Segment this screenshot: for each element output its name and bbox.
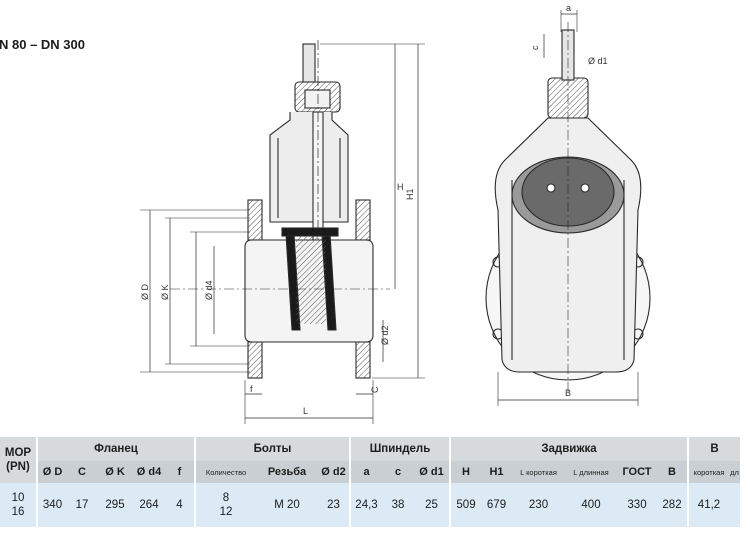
dim-d1-label: Ø d1 <box>588 56 608 66</box>
dim-a-label: a <box>566 3 571 13</box>
gate-valve-drawing: H H1 Ø D Ø K Ø d4 Ø d2 f C L <box>140 3 651 424</box>
cell-H1: 679 <box>481 483 512 527</box>
spindle-group-header: Шпиндель <box>349 437 450 461</box>
dim-c-label: c <box>530 45 540 50</box>
cell-B: 282 <box>657 483 688 527</box>
dim-K-label: Ø K <box>160 284 170 300</box>
col-d2: Ø d2 <box>318 461 350 483</box>
cell-d4: 264 <box>133 483 165 527</box>
col-B: B <box>657 461 688 483</box>
pn-header: МОР (PN) <box>0 437 37 483</box>
dim-C-label: C <box>370 386 380 393</box>
col-extra-short: короткая <box>687 461 729 483</box>
cell-c: 38 <box>382 483 414 527</box>
dim-B-label: B <box>565 388 571 398</box>
dim-L-label: L <box>303 406 308 416</box>
col-extra-long: дл <box>729 461 740 483</box>
section-view <box>140 40 425 424</box>
specification-table: МОР (PN) Фланец Болты Шпиндель Задвижка … <box>0 437 740 527</box>
col-f: f <box>165 461 195 483</box>
col-L-long: L длинная <box>565 461 617 483</box>
dim-d4-label: Ø d4 <box>204 280 214 300</box>
cell-L-long: 400 <box>565 483 617 527</box>
cell-extra-short: 41,2 <box>687 483 729 527</box>
col-thread: Резьба <box>256 461 318 483</box>
cell-K: 295 <box>97 483 133 527</box>
flange-group-header: Фланец <box>36 437 195 461</box>
col-H1: H1 <box>481 461 512 483</box>
cell-d1: 25 <box>414 483 450 527</box>
col-D: Ø D <box>36 461 67 483</box>
dim-d2-label: Ø d2 <box>380 325 390 345</box>
cell-D: 340 <box>36 483 67 527</box>
dim-f-label: f <box>250 384 253 394</box>
col-C: C <box>67 461 97 483</box>
cell-L-short: 230 <box>512 483 565 527</box>
col-d1: Ø d1 <box>414 461 450 483</box>
col-c: c <box>382 461 414 483</box>
cell-a: 24,3 <box>349 483 382 527</box>
cell-d2: 23 <box>318 483 350 527</box>
cell-gost: 330 <box>617 483 657 527</box>
cell-f: 4 <box>165 483 195 527</box>
col-L-short: L короткая <box>512 461 565 483</box>
col-K: Ø K <box>97 461 133 483</box>
side-view <box>485 10 651 406</box>
cell-extra-long <box>729 483 740 527</box>
col-gost: ГОСТ <box>617 461 657 483</box>
bolts-group-header: Болты <box>194 437 350 461</box>
col-a: a <box>349 461 382 483</box>
valve-group-header: Задвижка <box>449 437 688 461</box>
extra-group-header: В <box>687 437 740 461</box>
col-qty: Количество <box>194 461 256 483</box>
document-heading: N 80 – DN 300 <box>0 37 85 52</box>
dim-H1-label: H1 <box>405 188 415 200</box>
cell-thread: M 20 <box>256 483 318 527</box>
dim-D-label: Ø D <box>140 283 150 300</box>
col-d4: Ø d4 <box>133 461 165 483</box>
col-H: H <box>449 461 481 483</box>
cell-C: 17 <box>67 483 97 527</box>
cell-H: 509 <box>449 483 481 527</box>
dim-H-label: H <box>397 182 404 192</box>
